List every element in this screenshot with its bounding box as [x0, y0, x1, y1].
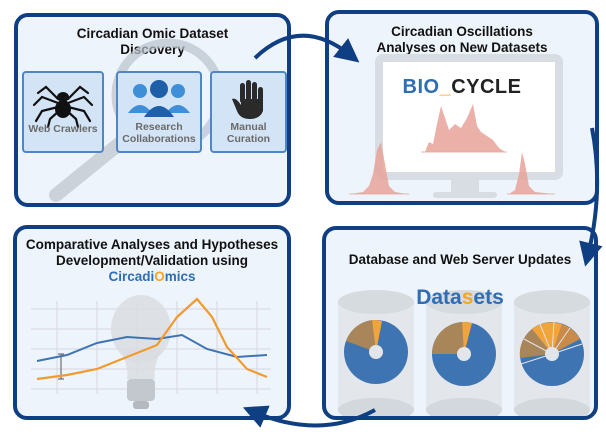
card-research-collaborations: Research Collaborations: [116, 71, 202, 153]
card-label: Web Crawlers: [28, 123, 98, 135]
biocycle-logo: BIO_CYCLE: [402, 76, 522, 98]
database-panel: Database and Web Server Updates: [322, 226, 598, 420]
card-label: Manual Curation: [226, 121, 271, 145]
card-label: Research Collaborations: [122, 121, 196, 145]
discovery-panel: Circadian Omic Dataset Discovery Web Cra…: [14, 13, 291, 207]
monitor-icon: [349, 54, 563, 198]
comparative-panel: Comparative Analyses and Hypotheses Deve…: [13, 225, 291, 420]
database-title: Database and Web Server Updates: [348, 252, 572, 267]
oscillations-panel: Circadian Oscillations Analyses on New D…: [325, 10, 599, 205]
spider-icon: [32, 85, 94, 129]
card-manual-curation: Manual Curation: [210, 71, 287, 153]
people-icon: [128, 80, 190, 117]
database-cylinders-illustration: [338, 290, 590, 416]
datasets-logo: Datasets: [416, 286, 504, 309]
comparative-title: Comparative Analyses and Hypotheses Deve…: [17, 237, 287, 285]
arrow-oscillations-to-database: [579, 127, 603, 267]
line-plot-illustration: [31, 295, 271, 409]
oscillations-title: Circadian Oscillations Analyses on New D…: [376, 24, 548, 55]
hand-icon: [232, 80, 263, 119]
arrow-discovery-to-oscillations: [253, 33, 360, 63]
card-web-crawlers: Web Crawlers: [22, 71, 104, 153]
circadiomics-logo: CircadiOmics: [108, 269, 196, 284]
arrow-database-to-comparative: [242, 405, 376, 428]
